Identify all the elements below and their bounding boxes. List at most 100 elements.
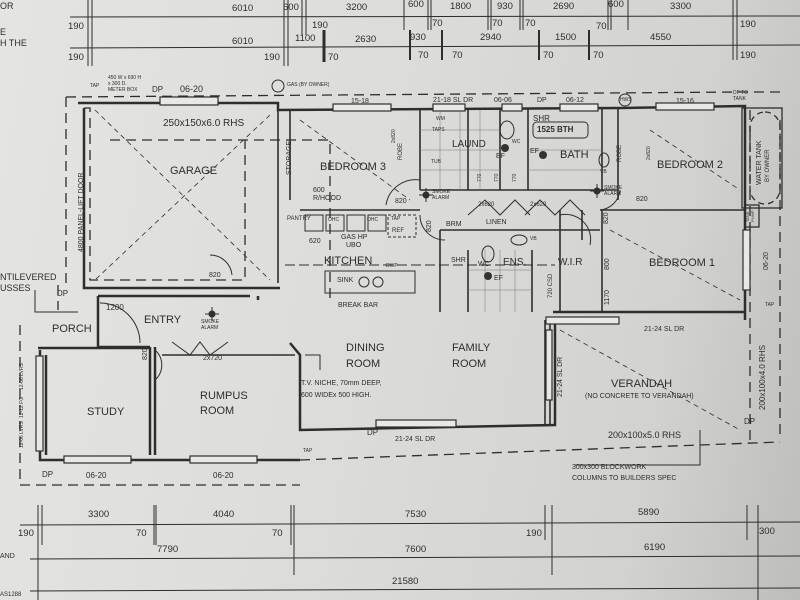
- window-label: 12-06 LVRS: [19, 421, 25, 448]
- dim-label: 190: [68, 52, 84, 63]
- dim-label: 6010: [232, 36, 254, 47]
- beam-label: 250x150x6.0 RHS: [163, 118, 245, 129]
- dim-label: 190: [740, 19, 756, 30]
- blockwork-note: 300x300 BLOCKWORK: [572, 464, 647, 471]
- meter-box-label: x 300 D.: [108, 81, 127, 87]
- smoke-alarm-label: SMOKE: [432, 189, 451, 195]
- dim-label: 6190: [644, 542, 666, 553]
- tub-label: TUB: [431, 159, 441, 165]
- door-size: 820: [426, 220, 433, 232]
- room-garage: GARAGE: [170, 165, 218, 177]
- smoke-alarm-label: SMOKE: [201, 319, 220, 325]
- room-rumpus: ROOM: [200, 405, 235, 417]
- smoke-alarm-label: ALARM: [432, 195, 450, 201]
- gas-label: GAS (BY OWNER): [287, 82, 330, 88]
- wet-area-tiles: [420, 110, 602, 312]
- window-label: 06-20: [213, 471, 234, 480]
- verandah-note: (NO CONCRETE TO VERANDAH): [585, 393, 694, 400]
- dim-label: 1500: [555, 32, 577, 43]
- dim-label: 21580: [392, 576, 419, 587]
- margin-note: OR: [0, 1, 14, 11]
- exhaust-fans: [484, 144, 547, 280]
- shower-label: SHR: [533, 114, 550, 123]
- meter-box-label: 450 W x 690 H: [108, 75, 142, 81]
- door-size: 770: [494, 173, 500, 182]
- margin-note: NTILEVERED: [0, 272, 57, 282]
- dim-label: 6010: [232, 3, 254, 14]
- wc-label: WC: [478, 261, 490, 268]
- door-size: 820: [636, 196, 648, 203]
- dim-label: 7790: [157, 544, 179, 555]
- rangehood-label: R/HOOD: [313, 195, 341, 202]
- dim-label: 190: [312, 20, 328, 31]
- sink-label: SINK: [337, 277, 354, 284]
- ef-label: EF: [496, 153, 505, 160]
- room-family: FAMILY: [452, 342, 491, 354]
- dp-tank-label: DP TO: [733, 90, 749, 96]
- dim-label: 190: [68, 21, 84, 32]
- double-door-size: 2x720: [203, 355, 223, 362]
- tv-niche-note: T.V. NICHE, 70mm DEEP,: [301, 380, 382, 387]
- dim-label: 70: [418, 50, 429, 61]
- downpipe-label: DP: [57, 289, 69, 298]
- window-label: 12-06 LVRS: [19, 363, 25, 390]
- dim-label: 70: [596, 21, 607, 32]
- vanity-label: VB: [530, 236, 537, 242]
- bottom-dimension-lines: [19, 505, 800, 600]
- dim-label: 3300: [670, 1, 692, 12]
- dim-label: 600: [408, 0, 424, 10]
- dim-label: 70: [272, 528, 283, 539]
- room-family: ROOM: [452, 358, 487, 370]
- room-wir: W.I.R: [558, 257, 583, 268]
- dim-label: 2940: [480, 32, 502, 43]
- room-rumpus: RUMPUS: [200, 390, 248, 402]
- ref-tap-label: TAP: [391, 216, 401, 222]
- dim-label: 7600: [405, 544, 427, 555]
- dim-label: 4040: [213, 509, 235, 520]
- room-dining: DINING: [346, 342, 385, 354]
- dim-label: 70: [136, 528, 147, 539]
- hws-label: HWS: [620, 97, 632, 103]
- dim-label: 1100: [295, 33, 316, 44]
- break-bar-label: BREAK BAR: [338, 302, 379, 309]
- tap-label: TAP: [303, 448, 313, 454]
- window-label: 06-20: [180, 84, 204, 94]
- meter-box-label: METER BOX: [108, 87, 138, 93]
- door-size: 770: [477, 173, 483, 182]
- tap-label: TAP: [90, 83, 100, 89]
- door-size: 1200: [106, 303, 124, 312]
- smoke-alarm-label: ALARM: [201, 325, 219, 331]
- wc-label: WC: [512, 139, 521, 145]
- room-kitchen: KITCHEN: [324, 255, 373, 267]
- smoke-alarm-label: ALARM: [604, 191, 622, 197]
- sliding-door-label: 21-24 SL DR: [395, 436, 436, 443]
- dim-label: 3300: [88, 509, 110, 520]
- tank-pump-label: PUMP: [750, 210, 755, 222]
- downpipe-label: DP: [42, 470, 54, 479]
- downpipe-label: DP: [367, 428, 379, 437]
- sliding-door-label: 21-24 SL DR: [644, 326, 685, 333]
- windows: [35, 96, 751, 464]
- dim-label: 3200: [346, 2, 368, 13]
- garage-door-label: 4800 PANEL-LIFT DOOR: [78, 172, 85, 253]
- room-entry: ENTRY: [144, 314, 182, 326]
- downpipe-label: DP: [152, 85, 164, 94]
- dim-label: 190: [526, 528, 542, 539]
- room-storage: STORAGE: [286, 140, 293, 175]
- ef-label: EF: [494, 275, 503, 282]
- water-tank: [741, 107, 783, 228]
- linen-door-size: 2x620: [478, 202, 495, 208]
- internal-walls: [162, 108, 745, 425]
- robe-label: ROBE: [617, 144, 623, 162]
- wm-label: WM: [436, 116, 445, 122]
- room-bedroom-2: BEDROOM 2: [657, 159, 724, 171]
- window-label: 15-18: [351, 98, 369, 105]
- robe-door-size: 2x820: [646, 146, 652, 160]
- beam-label: 200x100x4.0 RHS: [758, 345, 767, 410]
- door-swings: [99, 179, 621, 381]
- room-porch: PORCH: [52, 323, 92, 335]
- linen-door-size: 2x620: [530, 202, 547, 208]
- dim-label: 190: [740, 50, 756, 61]
- room-bedroom-1: BEDROOM 1: [649, 257, 716, 269]
- door-size: 770: [512, 173, 518, 182]
